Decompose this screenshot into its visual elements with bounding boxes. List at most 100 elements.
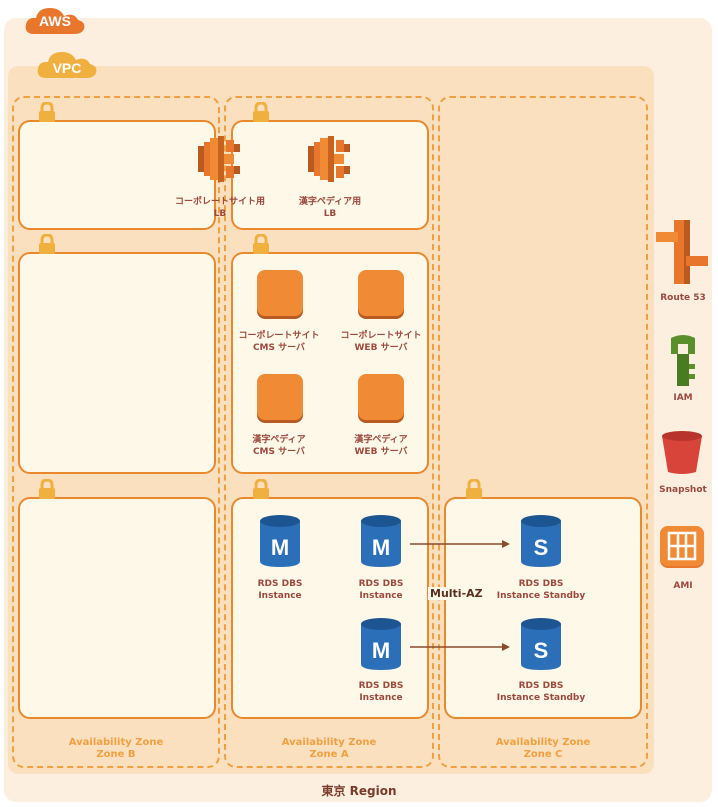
az-c-label: Availability Zone Zone C — [438, 737, 648, 761]
server-label-line1: 漢字ペディア — [354, 435, 408, 445]
rds-label-line1: RDS DBS — [518, 681, 564, 691]
database-cylinder-icon: M — [260, 515, 300, 567]
rds-label: RDS DBS Instance — [341, 680, 421, 704]
multi-az-label: Multi-AZ — [428, 587, 485, 600]
vpc-cloud: VPC — [36, 48, 98, 84]
aws-cloud-icon — [25, 8, 85, 34]
rds-label-line2: Instance — [258, 591, 302, 601]
database-cylinder-icon: S — [521, 618, 561, 670]
az-label-line2: Zone C — [523, 749, 563, 760]
server-corporate-cms-label: コーポレートサイト CMS サーバ — [224, 330, 334, 354]
database-cylinder-icon: S — [521, 515, 561, 567]
server-label-line1: コーポレートサイト — [340, 331, 422, 341]
server-label-line2: CMS サーバ — [252, 447, 306, 457]
database-cylinder-icon: M — [361, 618, 401, 670]
rds-label-line2: Instance Standby — [496, 591, 586, 601]
az-b-label: Availability Zone Zone B — [12, 737, 220, 761]
iam-icon — [671, 335, 695, 386]
ec2-instance-icon[interactable] — [358, 374, 404, 420]
rds-master-icon[interactable]: M — [260, 515, 300, 571]
rds-master-icon[interactable]: M — [361, 618, 401, 674]
availability-zone-b — [12, 96, 220, 768]
lock-icon — [39, 102, 55, 122]
lb-corporate-line1: コーポレートサイト用 — [174, 197, 265, 207]
aws-cloud: AWS — [24, 4, 86, 40]
availability-zone-c — [438, 96, 648, 768]
lock-icon — [253, 234, 269, 254]
rds-label: RDS DBS Instance — [240, 578, 320, 602]
database-cylinder-icon: M — [361, 515, 401, 567]
lb-kanjipedia-line2: LB — [323, 209, 337, 219]
server-label-line2: WEB サーバ — [354, 447, 408, 457]
ami-icon — [660, 526, 704, 568]
lb-corporate-label: コーポレートサイト用 LB — [164, 196, 276, 220]
load-balancer-kanjipedia[interactable] — [306, 134, 354, 188]
elb-icon — [198, 136, 240, 182]
snapshot-label: Snapshot — [659, 485, 707, 495]
svg-text:S: S — [534, 638, 549, 663]
lock-icon — [466, 479, 482, 499]
az-label-line2: Zone B — [96, 749, 136, 760]
server-label-line1: 漢字ペディア — [252, 435, 306, 445]
rds-label-line2: Instance Standby — [496, 693, 586, 703]
snapshot-icon — [662, 431, 702, 474]
rds-standby-icon[interactable]: S — [521, 618, 561, 674]
lock-icon — [39, 234, 55, 254]
subnet-b-public — [18, 120, 216, 230]
svg-text:M: M — [271, 535, 289, 560]
region-label: 東京 Region — [321, 784, 397, 798]
iam-service[interactable] — [668, 334, 698, 392]
replication-arrow — [410, 643, 510, 651]
server-label-line2: CMS サーバ — [252, 343, 306, 353]
snapshot-service[interactable] — [660, 430, 704, 480]
ami-label: AMI — [673, 581, 693, 591]
lb-kanjipedia-line1: 漢字ペディア用 — [298, 197, 362, 207]
route53-service[interactable] — [654, 218, 710, 292]
elb-icon — [308, 136, 350, 182]
route53-label: Route 53 — [660, 293, 706, 303]
svg-text:M: M — [372, 638, 390, 663]
rds-label-line1: RDS DBS — [257, 579, 303, 589]
lock-icon — [253, 102, 269, 122]
iam-label: IAM — [673, 393, 693, 403]
aws-label: AWS — [39, 13, 71, 29]
rds-master-icon[interactable]: M — [361, 515, 401, 571]
lock-icon — [39, 479, 55, 499]
az-label-line2: Zone A — [309, 749, 349, 760]
lock-icon — [253, 479, 269, 499]
rds-label-line1: RDS DBS — [358, 681, 404, 691]
rds-standby-label: RDS DBS Instance Standby — [491, 578, 591, 602]
lb-corporate-line2: LB — [213, 209, 227, 219]
server-label-line2: WEB サーバ — [354, 343, 408, 353]
server-kanjipedia-cms-label: 漢字ペディア CMS サーバ — [224, 434, 334, 458]
az-label-line1: Availability Zone — [68, 737, 164, 748]
az-a-label: Availability Zone Zone A — [224, 737, 434, 761]
server-label-line1: コーポレートサイト — [238, 331, 320, 341]
server-corporate-web-label: コーポレートサイト WEB サーバ — [326, 330, 436, 354]
subnet-b-app — [18, 252, 216, 474]
svg-text:S: S — [534, 535, 549, 560]
load-balancer-corporate[interactable] — [196, 134, 244, 188]
rds-label-line1: RDS DBS — [518, 579, 564, 589]
server-kanjipedia-web-label: 漢字ペディア WEB サーバ — [326, 434, 436, 458]
rds-standby-label: RDS DBS Instance Standby — [491, 680, 591, 704]
ec2-instance-icon[interactable] — [257, 270, 303, 316]
rds-label-line2: Instance — [359, 693, 403, 703]
availability-zone-a — [224, 96, 434, 768]
rds-label-line2: Instance — [359, 591, 403, 601]
rds-label-line1: RDS DBS — [358, 579, 404, 589]
rds-label: RDS DBS Instance — [341, 578, 421, 602]
replication-arrow — [410, 540, 510, 548]
az-label-line1: Availability Zone — [495, 737, 591, 748]
vpc-cloud-icon — [37, 52, 97, 78]
subnet-b-db — [18, 497, 216, 719]
route53-icon — [656, 220, 708, 284]
az-label-line1: Availability Zone — [281, 737, 377, 748]
lb-kanjipedia-label: 漢字ペディア用 LB — [274, 196, 386, 220]
vpc-label: VPC — [52, 60, 82, 76]
ami-service[interactable] — [660, 524, 704, 574]
ec2-instance-icon[interactable] — [257, 374, 303, 420]
rds-standby-icon[interactable]: S — [521, 515, 561, 571]
ec2-instance-icon[interactable] — [358, 270, 404, 316]
svg-text:M: M — [372, 535, 390, 560]
